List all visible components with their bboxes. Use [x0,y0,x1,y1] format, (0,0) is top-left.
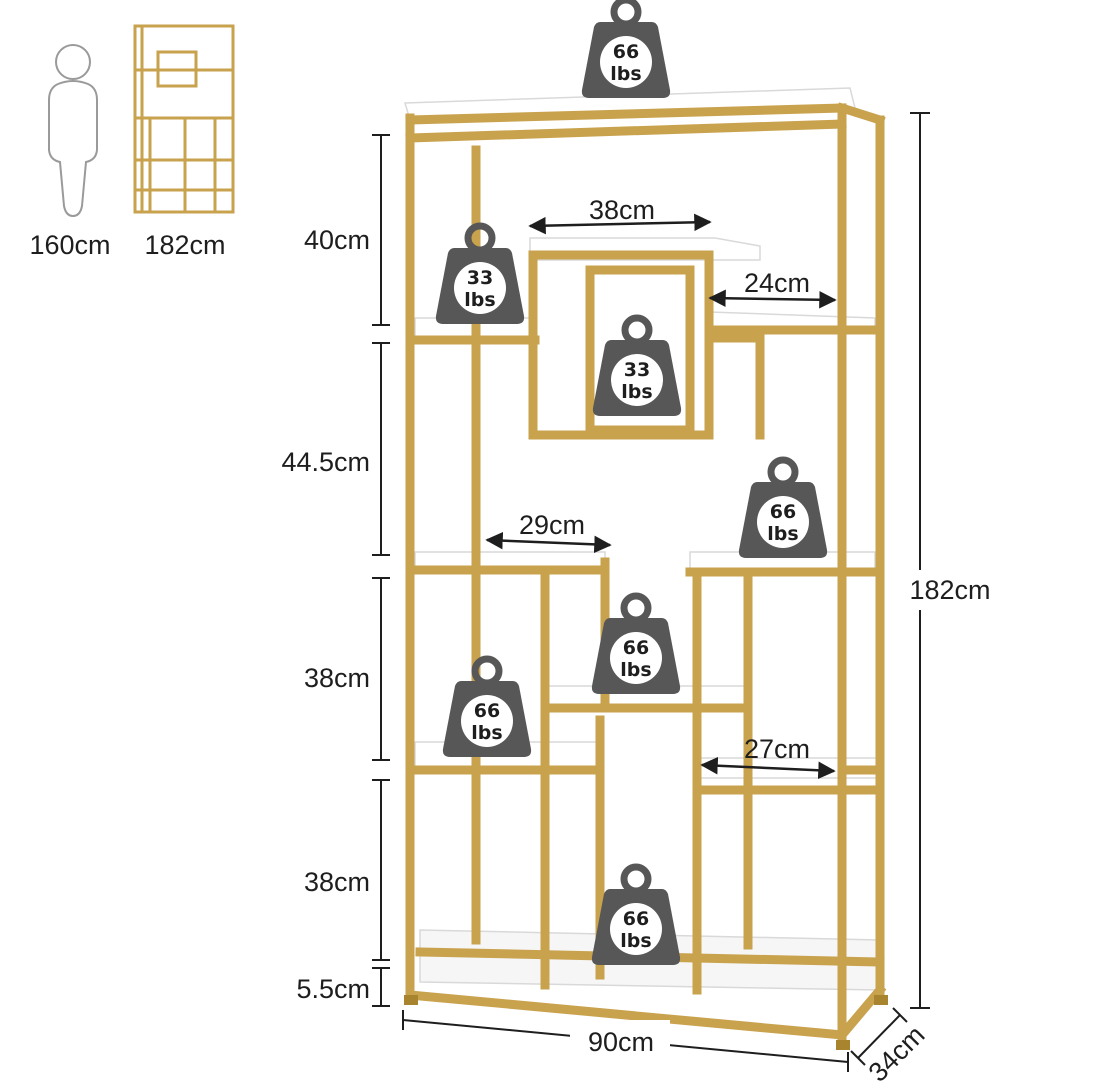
shelf-thumbnail-icon [133,24,235,214]
dim-width: 90cm [588,1027,654,1057]
dim-cube-width: 38cm [589,195,655,225]
dim-second-section: 44.5cm [281,447,370,477]
svg-text:lbs: lbs [621,381,652,403]
weight-icon-right-mid: 66 lbs [739,460,827,558]
weight-icon-upper-left: 33 lbs [436,226,524,324]
svg-text:lbs: lbs [620,930,651,952]
svg-text:lbs: lbs [471,722,502,744]
svg-text:lbs: lbs [767,523,798,545]
svg-text:66: 66 [623,908,649,930]
weight-icon-lower-left: 66 lbs [443,659,531,757]
svg-text:66: 66 [623,637,649,659]
dim-side-shelf-width: 24cm [744,268,810,298]
depth-line [850,1007,908,1066]
svg-text:66: 66 [770,501,796,523]
svg-text:lbs: lbs [610,63,641,85]
weight-icon-bottom: 66 lbs [592,867,680,965]
person-silhouette-icon [48,44,98,218]
shelf-height-label: 182cm [144,230,225,260]
dim-top-section: 40cm [304,225,370,255]
dim-third-section: 38cm [304,663,370,693]
svg-text:33: 33 [624,359,650,381]
bookshelf [404,87,888,1050]
dim-right-shelf-width: 27cm [744,734,810,764]
dim-depth: 34cm [863,1020,931,1088]
dim-foot-clearance: 5.5cm [296,974,370,1004]
svg-text:66: 66 [474,700,500,722]
person-height-label: 160cm [29,230,110,260]
gold-frame [405,102,887,1050]
svg-text:lbs: lbs [464,289,495,311]
svg-text:33: 33 [467,267,493,289]
weight-icon-top: 66 lbs [582,0,670,98]
svg-text:lbs: lbs [620,659,651,681]
total-height-line [910,112,930,1009]
dim-left-shelf-width: 29cm [519,510,585,540]
shelf-width-arrows [485,213,837,780]
weight-icon-center: 66 lbs [592,596,680,694]
weight-icon-cube: 33 lbs [593,318,681,416]
dim-total-height: 182cm [909,575,990,605]
dim-fourth-section: 38cm [304,867,370,897]
left-dimension-lines [372,134,390,1007]
svg-text:66: 66 [613,41,639,63]
shelf-feet [404,995,888,1050]
